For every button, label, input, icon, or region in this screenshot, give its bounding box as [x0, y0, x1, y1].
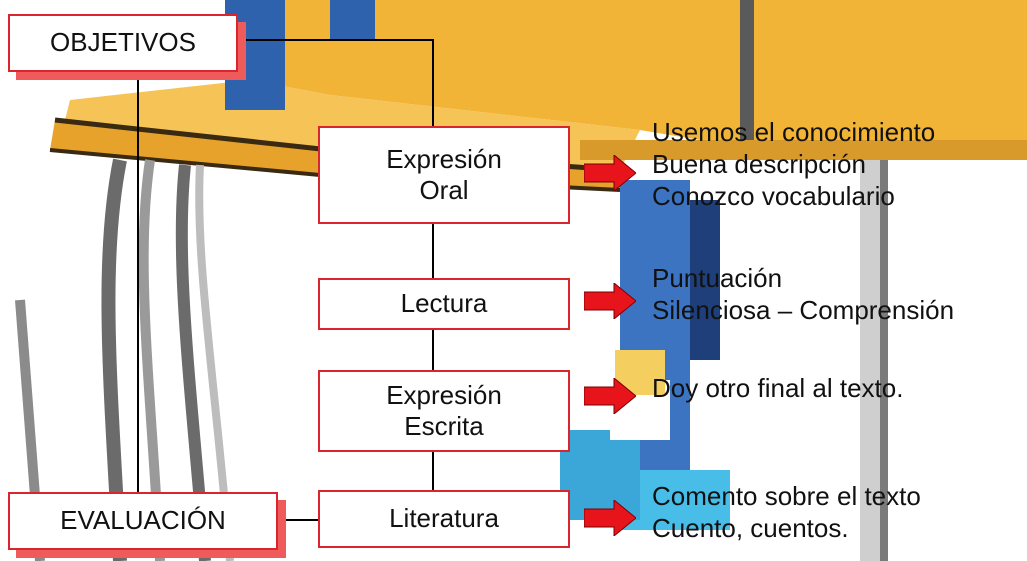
- outcomes-lectura: Puntuación Silenciosa – Comprensión: [652, 262, 954, 326]
- outcome-item: Puntuación: [652, 263, 783, 293]
- topic-literatura: Literatura: [318, 490, 570, 548]
- outcome-item: Buena descripción: [652, 149, 866, 179]
- topic-expresion-oral-line1: Expresión: [386, 143, 502, 174]
- arrow-right-icon: [584, 500, 636, 536]
- outcome-item: Cuento, cuentos.: [652, 513, 849, 543]
- objetivos-box: OBJETIVOS: [8, 14, 238, 72]
- outcome-item: Comento sobre el texto: [652, 481, 921, 511]
- evaluacion-box: EVALUACIÓN: [8, 492, 278, 550]
- topic-expresion-escrita-line2: Escrita: [404, 411, 484, 441]
- topic-lectura-label: Lectura: [400, 288, 488, 319]
- outcome-item: Usemos el conocimiento: [652, 117, 936, 147]
- objetivos-label: OBJETIVOS: [50, 27, 196, 58]
- topic-literatura-label: Literatura: [389, 503, 499, 534]
- arrow-right-icon: [584, 283, 636, 319]
- topic-expresion-oral-line2: Oral: [419, 175, 469, 205]
- topic-expresion-oral: Expresión Oral: [318, 126, 570, 224]
- outcome-item: Conozco vocabulario: [652, 181, 895, 211]
- arrow-right-icon: [584, 378, 636, 414]
- outcomes-expresion-escrita: Doy otro final al texto.: [652, 372, 903, 404]
- outcome-item: Doy otro final al texto.: [652, 373, 904, 403]
- arrow-right-icon: [584, 155, 636, 191]
- outcomes-expresion-oral: Usemos el conocimiento Buena descripción…: [652, 116, 935, 212]
- topic-expresion-escrita: Expresión Escrita: [318, 370, 570, 452]
- outcomes-literatura: Comento sobre el texto Cuento, cuentos.: [652, 480, 921, 544]
- topic-expresion-escrita-line1: Expresión: [386, 379, 502, 410]
- evaluacion-label: EVALUACIÓN: [60, 505, 226, 536]
- topic-lectura: Lectura: [318, 278, 570, 330]
- outcome-item: Silenciosa – Comprensión: [652, 295, 955, 325]
